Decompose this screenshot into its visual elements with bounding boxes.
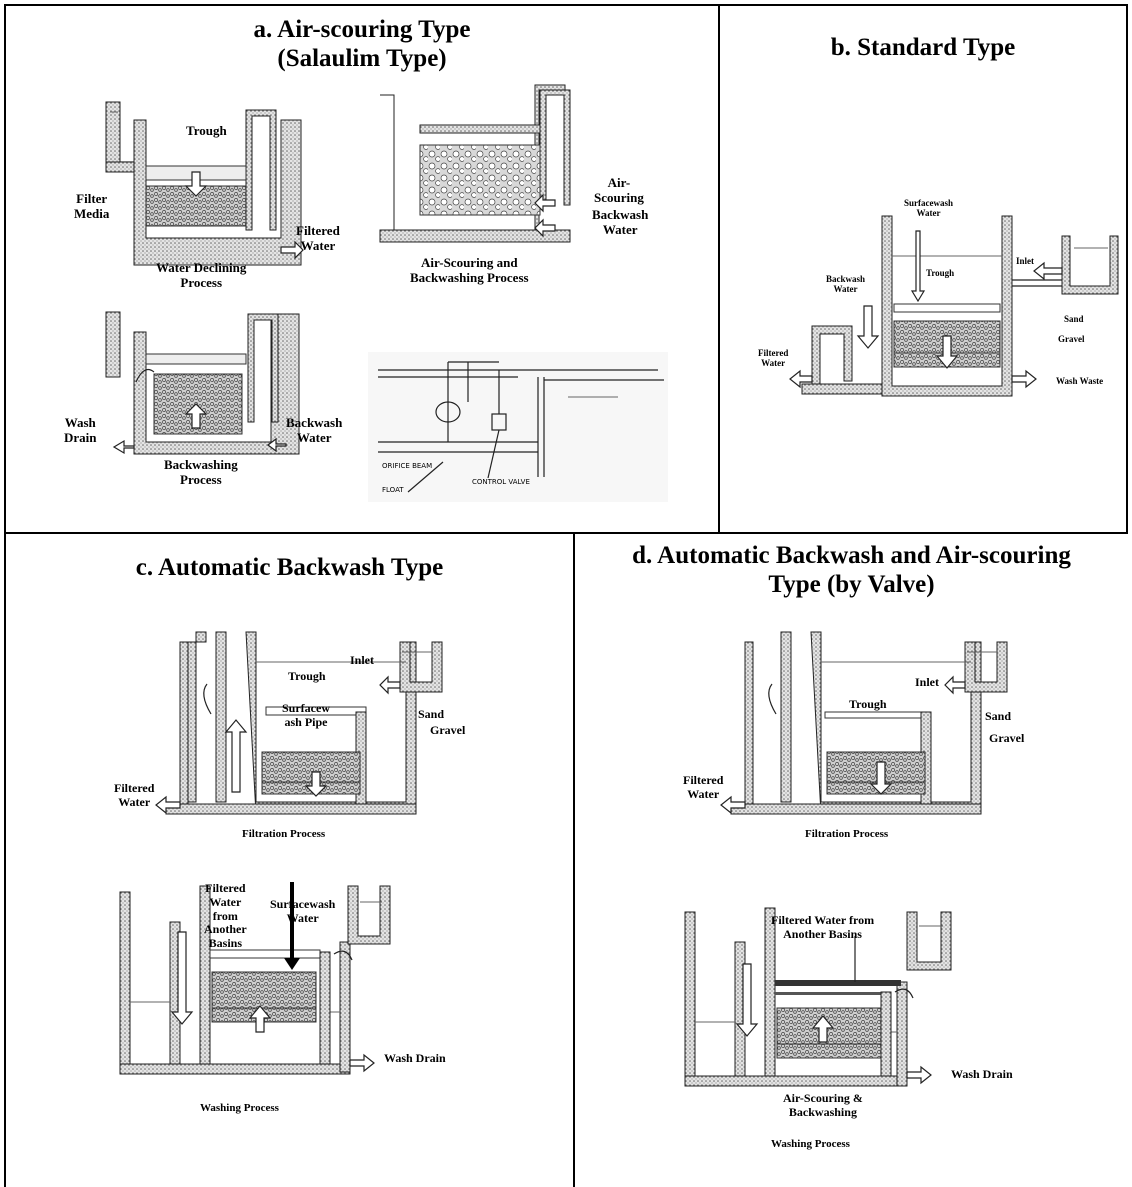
label-inlet-d: Inlet — [915, 676, 939, 690]
panel-d-title: d. Automatic Backwash and Air-scouring T… — [575, 542, 1128, 600]
label-trough-c: Trough — [288, 670, 326, 684]
label-filtered-water-a: Filtered Water — [296, 224, 340, 254]
panel-a-title-line1: a. Air-scouring Type — [6, 16, 718, 45]
label-sand-c: Sand — [418, 708, 444, 722]
label-filtered-b: Filtered Water — [758, 348, 788, 369]
label-sand-b: Sand — [1064, 314, 1084, 324]
label-orifice-beam: ORIFICE BEAM — [382, 462, 432, 470]
panel-d: d. Automatic Backwash and Air-scouring T… — [575, 534, 1128, 1187]
label-trough-d: Trough — [849, 698, 887, 712]
label-filtered-c: Filtered Water — [114, 782, 154, 810]
label-wash-drain-a: Wash Drain — [64, 416, 97, 446]
label-filtration-process-d: Filtration Process — [805, 828, 888, 841]
label-trough-b: Trough — [926, 268, 954, 278]
label-float: FLOAT — [382, 486, 404, 494]
diagram-backwashing — [106, 312, 306, 462]
label-sand-d: Sand — [985, 710, 1011, 724]
label-water-declining-process: Water Declining Process — [156, 261, 246, 291]
label-air-backwash-d: Air-Scouring & Backwashing — [783, 1092, 863, 1120]
label-filtration-process-c: Filtration Process — [242, 828, 325, 841]
diagram-d-filtration — [731, 642, 1021, 822]
panel-a-title: a. Air-scouring Type (Salaulim Type) — [6, 16, 718, 74]
label-fw-another-d: Filtered Water from Another Basins — [771, 914, 874, 942]
label-gravel-b: Gravel — [1058, 334, 1085, 344]
label-backwash-water-a: Backwash Water — [592, 208, 648, 238]
label-backwashing-process: Backwashing Process — [164, 458, 238, 488]
panel-d-title-line2: Type (by Valve) — [575, 571, 1128, 600]
diagram-air-scouring — [380, 90, 600, 260]
label-wash-drain-d: Wash Drain — [951, 1068, 1013, 1082]
label-trough-a: Trough — [186, 124, 227, 139]
label-wash-drain-c: Wash Drain — [384, 1052, 446, 1066]
label-backwash-b: Backwash Water — [826, 274, 865, 295]
label-inlet-c: Inlet — [350, 654, 374, 668]
panel-a: a. Air-scouring Type (Salaulim Type) Tro… — [6, 6, 718, 532]
outer-border-right-top — [1126, 4, 1128, 534]
label-surfacewash-b: Surfacewash Water — [904, 198, 953, 219]
label-wash-waste-b: Wash Waste — [1056, 376, 1103, 386]
label-control-valve: CONTROL VALVE — [472, 478, 530, 486]
panel-b-title: b. Standard Type — [720, 34, 1126, 63]
label-washing-process-c: Washing Process — [200, 1102, 279, 1115]
label-air-backwash-process: Air-Scouring and Backwashing Process — [410, 256, 529, 286]
label-fw-another-c: Filtered Water from Another Basins — [204, 882, 247, 951]
panel-a-title-line2: (Salaulim Type) — [6, 45, 718, 74]
label-filter-media: Filter Media — [74, 192, 109, 222]
panel-c: c. Automatic Backwash Type Inlet Trough … — [6, 534, 573, 1187]
label-gravel-d: Gravel — [989, 732, 1024, 746]
label-surfacewash-c: Surfacewash Water — [270, 898, 335, 926]
label-surfacewash-pipe-c: Surfacew ash Pipe — [282, 702, 330, 730]
panel-b: b. Standard Type Surfacewash Wat — [720, 6, 1126, 532]
panel-c-title: c. Automatic Backwash Type — [6, 554, 573, 583]
label-filtered-d: Filtered Water — [683, 774, 723, 802]
label-washing-process-d: Washing Process — [771, 1138, 850, 1151]
label-air-scouring: Air- Scouring — [594, 176, 644, 206]
panel-d-title-line1: d. Automatic Backwash and Air-scouring — [575, 542, 1128, 571]
label-gravel-c: Gravel — [430, 724, 465, 738]
label-inlet-b: Inlet — [1016, 256, 1034, 266]
label-backwash-water-b: Backwash Water — [286, 416, 342, 446]
